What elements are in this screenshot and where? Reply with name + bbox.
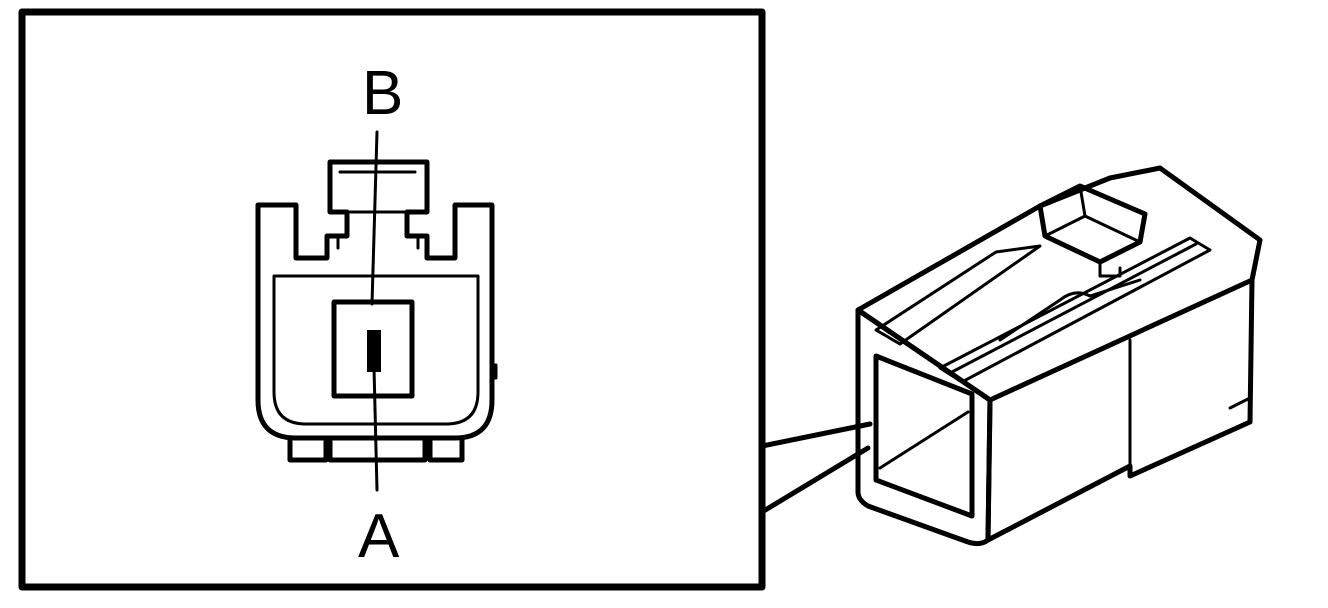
- connector-inner-cavity: [272, 274, 480, 426]
- leader-line-a: [372, 366, 379, 492]
- connector-face-view: [255, 159, 498, 463]
- top-rail-left: [874, 244, 1042, 346]
- connector-side-face: [985, 277, 1255, 543]
- terminal-pin: [367, 330, 381, 372]
- latch-step: [1098, 260, 1122, 278]
- connector-front-opening: [873, 353, 975, 519]
- connector-face-outline: [255, 159, 495, 441]
- side-face-step: [1128, 338, 1252, 468]
- leader-line-b: [370, 130, 379, 306]
- zoom-line-upper: [759, 421, 873, 449]
- top-rail-center: [938, 236, 1212, 384]
- callout-label-a: A: [358, 502, 400, 571]
- connector-side-nub: [490, 363, 498, 380]
- top-rail-groove: [950, 242, 1198, 374]
- zoom-line-lower: [759, 445, 871, 515]
- connector-isometric-view: [855, 165, 1263, 547]
- connector-top-face: [855, 165, 1263, 403]
- latch-block: [1037, 183, 1148, 265]
- opening-depth-line: [878, 410, 970, 470]
- latch-inner-detail: [336, 170, 420, 250]
- top-ridge: [998, 278, 1142, 342]
- callout-label-b: B: [362, 59, 403, 128]
- detail-inset-frame: [18, 8, 766, 591]
- latch-block-top: [1043, 184, 1142, 244]
